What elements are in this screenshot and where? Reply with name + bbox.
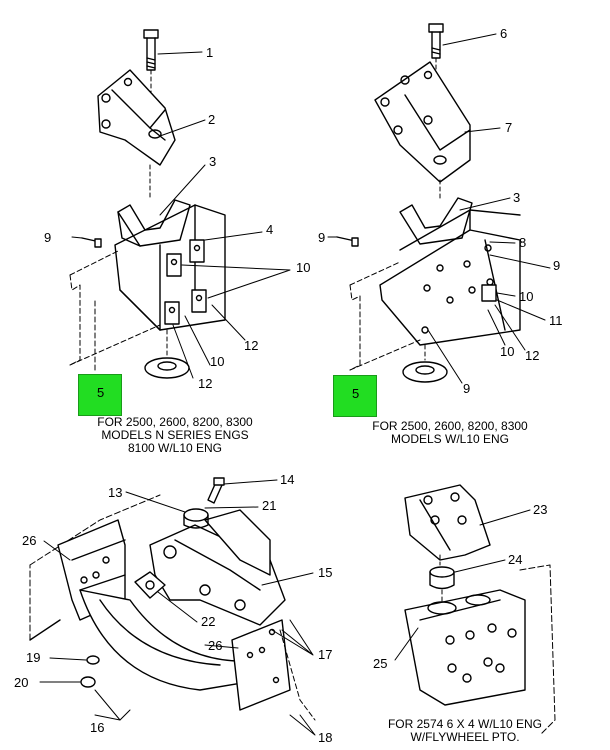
callout-17: 17 (318, 647, 332, 662)
highlight-label-left: 5 (97, 385, 105, 400)
top-right-assembly (327, 23, 551, 384)
callout-23: 23 (533, 502, 547, 517)
callout-25: 25 (373, 656, 387, 671)
highlight-box-left[interactable]: 5 (78, 374, 122, 416)
callout-3: 3 (209, 154, 216, 169)
callout-20: 20 (14, 675, 28, 690)
caption-line: W/FLYWHEEL PTO. (410, 730, 520, 744)
callout-9: 9 (463, 381, 470, 396)
caption-line: MODELS N SERIES ENGS (101, 428, 249, 442)
callout-4: 4 (266, 222, 273, 237)
washer-part-5b (402, 361, 448, 383)
caption-line: FOR 2500, 2600, 8200, 8300 (372, 419, 528, 433)
bracket-part-23 (404, 484, 491, 561)
callout-10: 10 (296, 260, 310, 275)
callout-13: 13 (108, 485, 122, 500)
insulator-part-24 (429, 566, 455, 578)
highlight-label-right: 5 (352, 386, 360, 401)
callout-7: 7 (505, 120, 512, 135)
callout-8: 8 (519, 235, 526, 250)
callout-18: 18 (318, 730, 332, 745)
callout-9: 9 (44, 230, 51, 245)
callout-26: 26 (208, 638, 222, 653)
callout-6: 6 (500, 26, 507, 41)
callout-12: 12 (198, 376, 212, 391)
callout-21: 21 (262, 498, 276, 513)
callout-12: 12 (525, 348, 539, 363)
callout-10: 10 (519, 289, 533, 304)
caption-line: MODELS W/L10 ENG (390, 432, 510, 446)
callout-16: 16 (90, 720, 104, 735)
insulator-part-14 (183, 508, 209, 522)
washer-part-5 (144, 357, 190, 379)
callout-9: 9 (553, 258, 560, 273)
nut-part-20 (80, 676, 96, 688)
callout-22: 22 (201, 614, 215, 629)
callout-10: 10 (500, 344, 514, 359)
washer-part-19 (86, 655, 100, 665)
crossmember-part-25 (404, 589, 526, 706)
caption-line: FOR 2500, 2600, 8200, 8300 (97, 415, 253, 429)
bolt-part-6 (428, 23, 444, 59)
highlight-box-right[interactable]: 5 (333, 375, 377, 417)
bottom-left-assembly (29, 477, 316, 736)
callout-19: 19 (26, 650, 40, 665)
callout-24: 24 (508, 552, 522, 567)
bolt-part-1 (143, 29, 159, 71)
callout-15: 15 (318, 565, 332, 580)
callout-26: 26 (22, 533, 36, 548)
caption-line: FOR 2574 6 X 4 W/L10 ENG (387, 717, 543, 731)
callout-11: 11 (549, 313, 563, 328)
crossmember-tl (114, 204, 226, 331)
callout-14: 14 (280, 472, 294, 487)
caption-line: 8100 W/L10 ENG (127, 441, 223, 455)
top-left-assembly (69, 29, 291, 379)
bolt-part-13 (207, 477, 225, 504)
bottom-right-assembly (394, 484, 556, 736)
insulator-part-3 (117, 199, 191, 247)
callout-1: 1 (206, 45, 213, 60)
callout-12: 12 (244, 338, 258, 353)
caption-top-right: FOR 2500, 2600, 8200, 8300 MODELS W/L10 … (330, 420, 570, 446)
callout-2: 2 (208, 112, 215, 127)
caption-bottom-right: FOR 2574 6 X 4 W/L10 ENG W/FLYWHEEL PTO. (360, 718, 570, 744)
callout-3: 3 (513, 190, 520, 205)
bracket-part-2 (97, 69, 176, 166)
caption-top-left: FOR 2500, 2600, 8200, 8300 MODELS N SERI… (60, 416, 290, 455)
nut-part-22 (134, 571, 166, 599)
callout-10: 10 (210, 354, 224, 369)
bracket-part-7 (374, 61, 471, 183)
callout-9: 9 (318, 230, 325, 245)
